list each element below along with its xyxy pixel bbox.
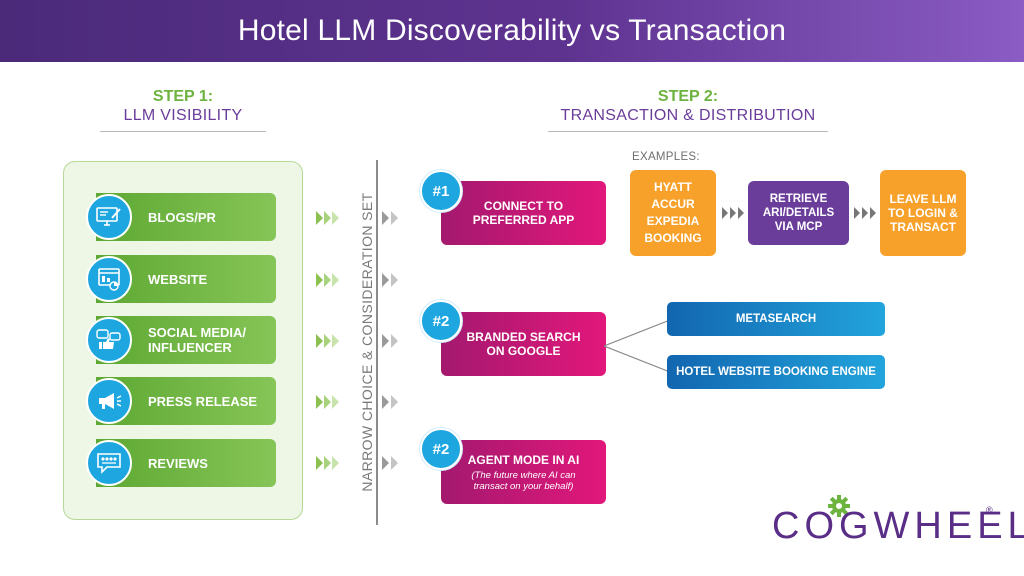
retrieve-ari-box: RETRIEVE ARI/DETAILS VIA MCP xyxy=(748,181,849,245)
path1-label: CONNECT TO PREFERRED APP xyxy=(472,199,575,227)
path1-badge: #1 xyxy=(420,170,462,212)
retrieve-ari-label: RETRIEVE ARI/DETAILS VIA MCP xyxy=(762,193,835,233)
leave-llm-box: LEAVE LLM TO LOGIN & TRANSACT xyxy=(880,170,966,256)
megaphone-icon xyxy=(86,378,132,424)
visibility-item-label: PRESS RELEASE xyxy=(148,393,258,409)
logo-text: COGWHEEL xyxy=(772,505,1024,547)
step2-label: STEP 2: xyxy=(657,88,719,105)
cogwheel-logo: COGWHEEL ® xyxy=(772,495,1024,551)
metasearch-label: METASEARCH xyxy=(735,313,817,325)
visibility-item-label: BLOGS/PR xyxy=(148,209,216,225)
chevron-arrow-icon xyxy=(316,395,339,409)
metasearch-box: METASEARCH xyxy=(667,302,885,336)
social-thumbs-up-icon xyxy=(86,317,132,363)
chevron-arrow-icon xyxy=(316,456,339,470)
monitor-pen-icon xyxy=(86,194,132,240)
chevron-arrow-icon xyxy=(722,207,744,219)
step1-title: LLM VISIBILITY xyxy=(123,107,243,124)
path2-badge: #2 xyxy=(420,300,462,342)
rating-chat-icon xyxy=(86,440,132,486)
consideration-set-label: NARROW CHOICE & CONSIDERATION SET xyxy=(359,192,375,492)
path3-label: AGENT MODE IN AI xyxy=(467,452,580,467)
chevron-arrow-icon xyxy=(382,211,398,225)
chevron-arrow-icon xyxy=(316,273,339,287)
path3-badge: #2 xyxy=(420,428,462,470)
webpage-chart-icon xyxy=(86,256,132,302)
chevron-arrow-icon xyxy=(854,207,876,219)
path3-box: AGENT MODE IN AI (The future where AI ca… xyxy=(441,440,606,504)
examples-label: EXAMPLES: xyxy=(632,151,700,163)
title-banner: Hotel LLM Discoverability vs Transaction xyxy=(0,0,1024,62)
step2-heading: STEP 2: TRANSACTION & DISTRIBUTION xyxy=(548,88,828,132)
consideration-divider xyxy=(376,160,378,525)
example-booking-box: HYATT ACCUR EXPEDIA BOOKING xyxy=(630,170,716,256)
chevron-arrow-icon xyxy=(316,211,339,225)
chevron-arrow-icon xyxy=(316,334,339,348)
step1-heading: STEP 1: LLM VISIBILITY xyxy=(100,88,266,132)
logo-registered-mark: ® xyxy=(986,505,993,515)
step2-divider xyxy=(548,131,828,132)
step1-label: STEP 1: xyxy=(152,88,214,105)
visibility-item-label: REVIEWS xyxy=(148,455,208,471)
example-booking-label: HYATT ACCUR EXPEDIA BOOKING xyxy=(644,180,702,245)
path3-sublabel: (The future where AI can transact on you… xyxy=(471,469,576,492)
visibility-item-label: WEBSITE xyxy=(148,271,208,287)
path2-label: BRANDED SEARCH ON GOOGLE xyxy=(466,330,581,358)
step1-divider xyxy=(100,131,266,132)
path1-box: CONNECT TO PREFERRED APP xyxy=(441,181,606,245)
leave-llm-label: LEAVE LLM TO LOGIN & TRANSACT xyxy=(888,192,958,234)
page-title: Hotel LLM Discoverability vs Transaction xyxy=(237,14,787,47)
chevron-arrow-icon xyxy=(382,273,398,287)
chevron-arrow-icon xyxy=(382,395,398,409)
chevron-arrow-icon xyxy=(382,456,398,470)
step2-title: TRANSACTION & DISTRIBUTION xyxy=(560,107,816,124)
gear-icon xyxy=(828,495,850,517)
booking-engine-box: HOTEL WEBSITE BOOKING ENGINE xyxy=(667,355,885,389)
path2-box: BRANDED SEARCH ON GOOGLE xyxy=(441,312,606,376)
visibility-item-label: SOCIAL MEDIA/ INFLUENCER xyxy=(148,325,246,355)
booking-engine-label: HOTEL WEBSITE BOOKING ENGINE xyxy=(676,366,876,378)
chevron-arrow-icon xyxy=(382,334,398,348)
branch-connector xyxy=(604,319,671,373)
